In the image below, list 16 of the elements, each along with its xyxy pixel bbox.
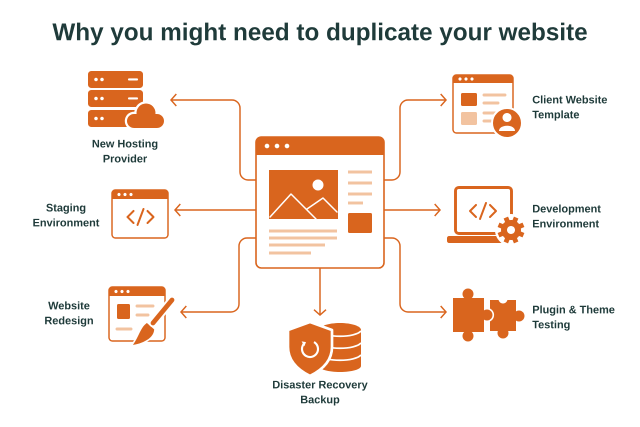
arrow <box>170 94 256 181</box>
arrow <box>314 268 326 316</box>
icon-label: Website Redesign <box>45 301 93 327</box>
arrow <box>384 94 447 181</box>
arrow <box>384 204 441 216</box>
icon-label: Staging Environment <box>33 204 100 226</box>
arrow <box>180 237 256 318</box>
browser-window-illustration <box>255 136 385 269</box>
arrow <box>384 237 447 318</box>
icon-label: New Hosting Provider <box>92 140 158 162</box>
title: Why you might need to duplicate your website <box>52 22 587 46</box>
icon-label: Client Website Template <box>532 95 608 121</box>
icon-label: Development Environment <box>533 204 601 228</box>
icon-label: Plugin & Theme Testing <box>532 305 614 331</box>
icon-label: Disaster Recovery Backup <box>273 380 368 406</box>
arrow <box>174 204 256 216</box>
